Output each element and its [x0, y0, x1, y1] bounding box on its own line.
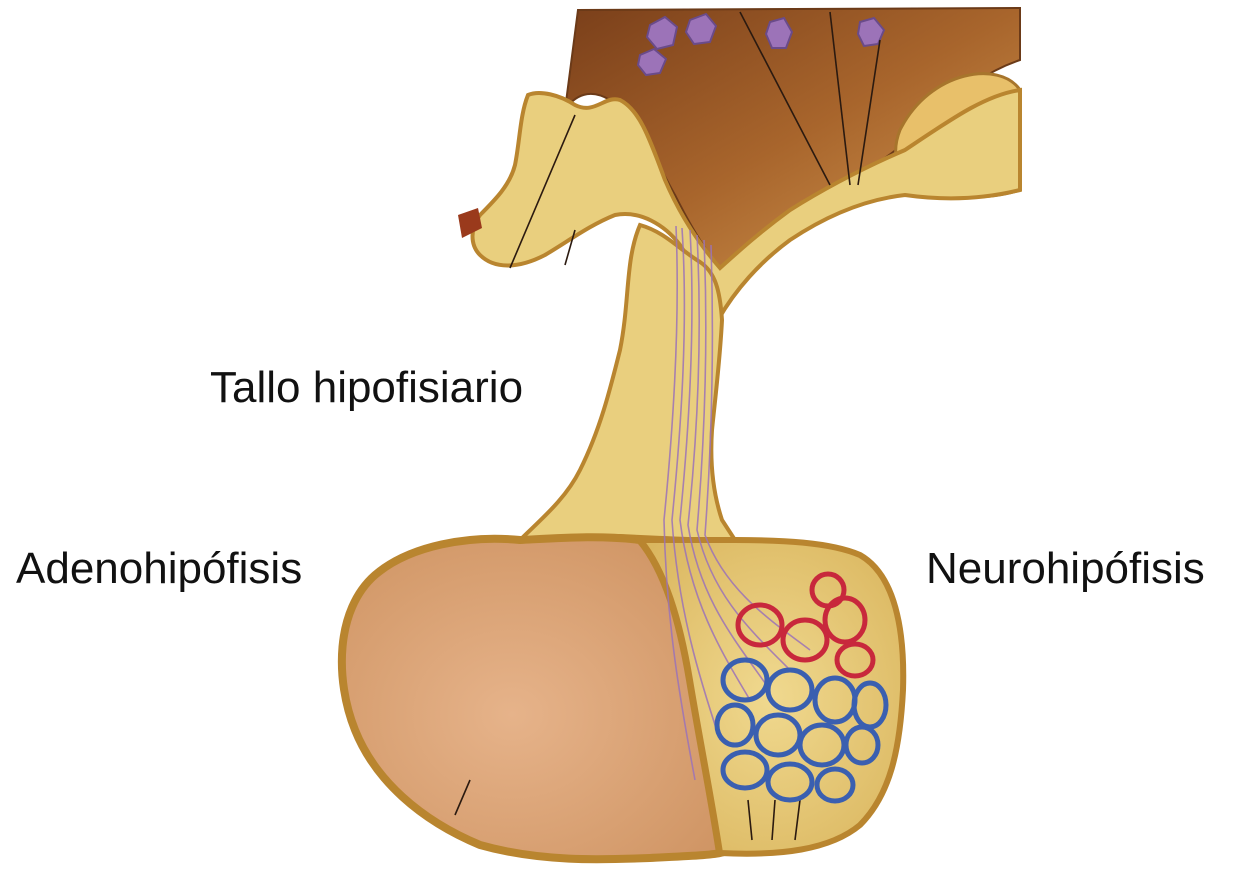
label-adenohypophysis: Adenohipófisis — [16, 547, 302, 591]
label-neurohypophysis: Neurohipófisis — [926, 547, 1205, 591]
pituitary-stalk — [520, 225, 735, 540]
label-pituitary-stalk: Tallo hipofisiario — [210, 366, 523, 410]
